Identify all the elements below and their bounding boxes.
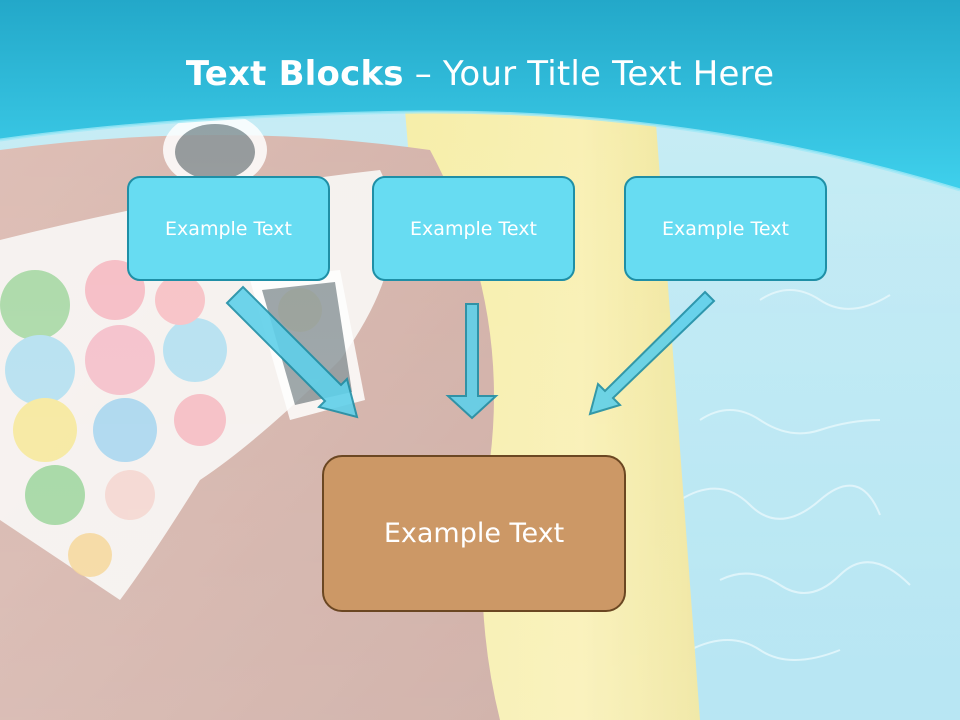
- text-block-2-label: Example Text: [410, 217, 537, 240]
- text-block-1-label: Example Text: [165, 217, 292, 240]
- title-bold-part: Text Blocks: [185, 54, 404, 94]
- text-block-1[interactable]: Example Text: [127, 176, 330, 281]
- title-rest-part: – Your Title Text Here: [403, 54, 775, 94]
- result-text-block-label: Example Text: [383, 518, 565, 549]
- text-block-3[interactable]: Example Text: [624, 176, 827, 281]
- text-block-2[interactable]: Example Text: [372, 176, 575, 281]
- result-text-block[interactable]: Example Text: [322, 455, 626, 612]
- text-block-3-label: Example Text: [662, 217, 789, 240]
- slide-title: Text Blocks – Your Title Text Here: [0, 54, 960, 94]
